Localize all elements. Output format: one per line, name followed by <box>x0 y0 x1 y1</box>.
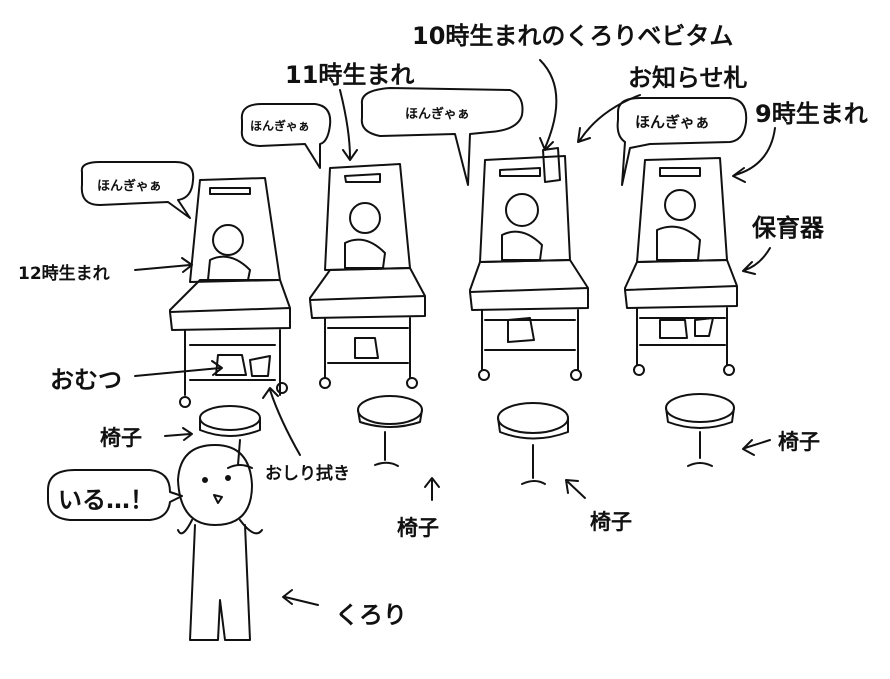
label-baby-11: 11時生まれ <box>285 61 415 89</box>
arrow <box>339 89 358 161</box>
label-incubator: 保育器 <box>752 214 824 242</box>
bassinet-9 <box>624 157 738 376</box>
bassinet-12 <box>169 177 291 408</box>
label-kurori: くろり <box>335 601 407 629</box>
arrow <box>424 477 440 501</box>
label-wipes: おしり拭き <box>265 464 350 484</box>
chair-center-left <box>357 395 423 467</box>
label-baby-9: 9時生まれ <box>755 100 868 128</box>
arrow <box>577 94 641 143</box>
arrow <box>539 59 558 151</box>
notice-tag <box>542 147 561 183</box>
arrow <box>742 439 771 456</box>
speech-cry-1: ほんぎゃぁ <box>97 179 162 194</box>
bassinet-10 <box>469 147 589 381</box>
label-chair-center-left: 椅子 <box>397 516 439 540</box>
speech-bubble-1 <box>80 161 195 219</box>
arrow <box>565 479 586 499</box>
label-chair-center-right: 椅子 <box>590 510 632 534</box>
speech-bubble-3 <box>360 87 524 186</box>
chair-left <box>199 405 261 469</box>
speech-bubble-kurori <box>47 469 183 521</box>
kurori-figure <box>177 444 263 641</box>
speech-bubble-2 <box>240 103 332 169</box>
chair-right <box>665 393 735 467</box>
bassinet-11 <box>309 163 426 389</box>
label-chair-right: 椅子 <box>778 430 820 454</box>
speech-cry-2: ほんぎゃぁ <box>250 119 310 133</box>
arrow <box>134 257 193 273</box>
arrow <box>742 247 771 275</box>
label-diaper: おむつ <box>50 366 122 394</box>
arrow <box>164 427 193 441</box>
label-chair-left: 椅子 <box>100 426 142 450</box>
speech-cry-3: ほんぎゃぁ <box>405 107 470 122</box>
chair-center-right <box>497 402 569 485</box>
label-baby-12: 12時生まれ <box>18 264 110 284</box>
arrow <box>282 589 319 606</box>
arrow <box>262 387 301 456</box>
label-baby-10: 10時生まれのくろりベビタム <box>412 22 734 50</box>
label-notice-tag: お知らせ札 <box>628 64 748 92</box>
speech-kurori: いる…！ <box>58 486 154 514</box>
arrow <box>732 127 776 183</box>
arrow <box>134 360 223 377</box>
speech-cry-4: ほんぎゃぁ <box>635 113 710 131</box>
